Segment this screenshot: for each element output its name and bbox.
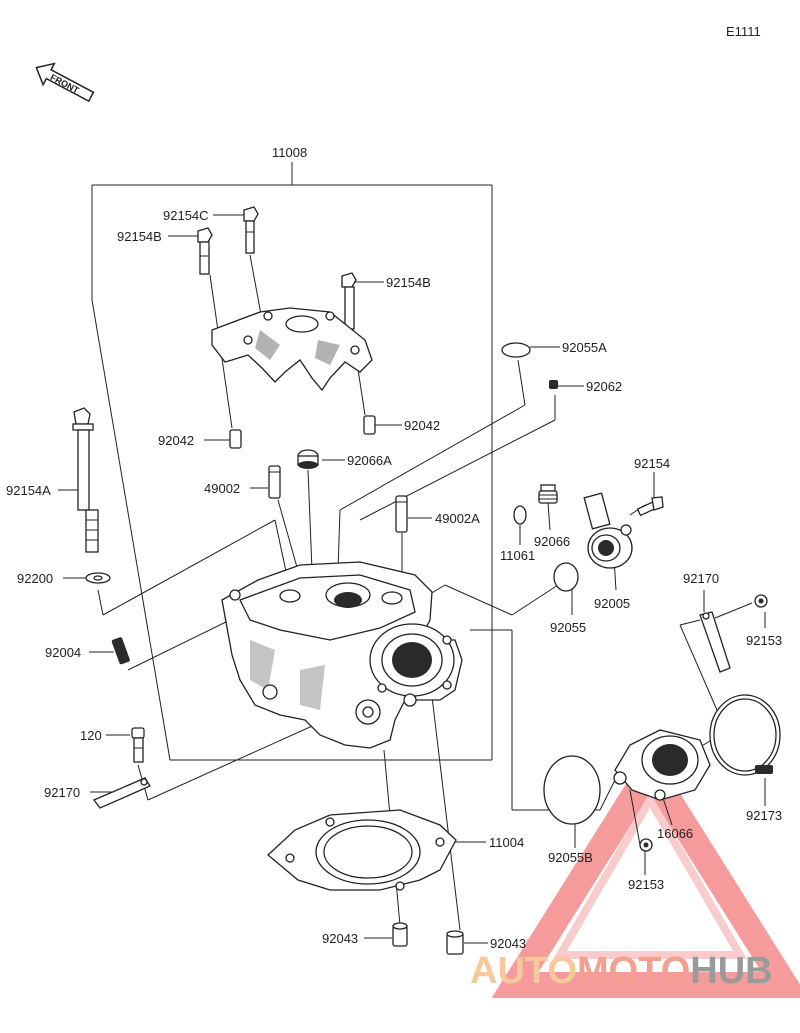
dowel-92042-right <box>363 415 376 435</box>
cylinder-head <box>221 561 463 749</box>
label-11008: 11008 <box>272 145 307 160</box>
label-92153-upper: 92153 <box>746 633 782 648</box>
label-11004: 11004 <box>489 835 524 850</box>
camshaft-cap <box>211 307 373 392</box>
label-92154B-right: 92154B <box>386 275 431 290</box>
label-92200: 92200 <box>17 571 53 586</box>
front-arrow-icon: FRONT <box>35 62 95 103</box>
watermark-moto: MOTO <box>577 950 690 992</box>
label-92153-lower: 92153 <box>628 877 664 892</box>
label-92042-right: 92042 <box>404 418 440 433</box>
bolt-92153-upper <box>754 594 768 608</box>
label-49002A: 49002A <box>435 511 480 526</box>
clamp-92173 <box>709 694 781 776</box>
bolt-120 <box>131 727 145 763</box>
bolt-92154 <box>636 496 664 517</box>
washer-92200 <box>85 572 111 584</box>
dowel-92042-left <box>229 429 242 449</box>
label-92062: 92062 <box>586 379 622 394</box>
bolt-92154B-left <box>197 227 213 275</box>
label-92066A: 92066A <box>347 453 392 468</box>
watermark-text: AUTOMOTOHUB <box>470 950 773 992</box>
dowel-92043-right <box>446 930 464 955</box>
plug-92066 <box>538 484 558 504</box>
label-92005: 92005 <box>594 596 630 611</box>
label-92154B-left: 92154B <box>117 229 162 244</box>
bracket-92170-right <box>699 611 731 673</box>
label-92004: 92004 <box>45 645 81 660</box>
label-11061: 11061 <box>500 548 535 563</box>
oring-92055 <box>553 562 579 592</box>
dowel-92043-left <box>392 922 408 947</box>
label-92055B: 92055B <box>548 850 593 865</box>
fitting-92005 <box>583 492 633 569</box>
bolt-92154C <box>243 206 259 254</box>
label-92173: 92173 <box>746 808 782 823</box>
label-92042-left: 92042 <box>158 433 194 448</box>
stud-92004 <box>111 637 130 665</box>
label-92154: 92154 <box>634 456 670 471</box>
group-bracket-11008 <box>91 162 493 761</box>
label-120: 120 <box>80 728 102 743</box>
watermark-logo <box>491 745 800 998</box>
label-92170-right: 92170 <box>683 571 719 586</box>
valve-guide-49002 <box>268 465 281 499</box>
bolt-92153-lower <box>639 838 653 852</box>
svg-text:AUTOMOTOHUB: AUTOMOTOHUB <box>470 950 773 992</box>
label-92055A: 92055A <box>562 340 607 355</box>
label-92066: 92066 <box>534 534 570 549</box>
label-92043-left: 92043 <box>322 931 358 946</box>
label-92170-left: 92170 <box>44 785 80 800</box>
label-92055: 92055 <box>550 620 586 635</box>
label-92154A: 92154A <box>6 483 51 498</box>
plug-92062 <box>549 380 558 389</box>
diagram-code: E1111 <box>726 24 761 39</box>
valve-guide-49002A <box>395 495 408 533</box>
plug-92066A <box>297 449 319 469</box>
watermark-auto: AUTO <box>470 950 577 992</box>
watermark-hub: HUB <box>690 950 772 992</box>
oring-92055A <box>501 342 531 358</box>
bolt-92154B-right <box>341 272 357 330</box>
oring-92055B <box>543 755 601 825</box>
front-label: FRONT <box>49 72 82 96</box>
intake-insulator-16066 <box>613 729 711 801</box>
bolt-92154A <box>72 407 99 553</box>
label-16066: 16066 <box>657 826 693 841</box>
head-gasket-11004 <box>267 809 457 891</box>
label-92154C: 92154C <box>163 208 209 223</box>
gasket-11061 <box>513 505 527 525</box>
bracket-92170-left <box>92 777 151 809</box>
label-49002: 49002 <box>204 481 240 496</box>
label-92043-right: 92043 <box>490 936 526 951</box>
